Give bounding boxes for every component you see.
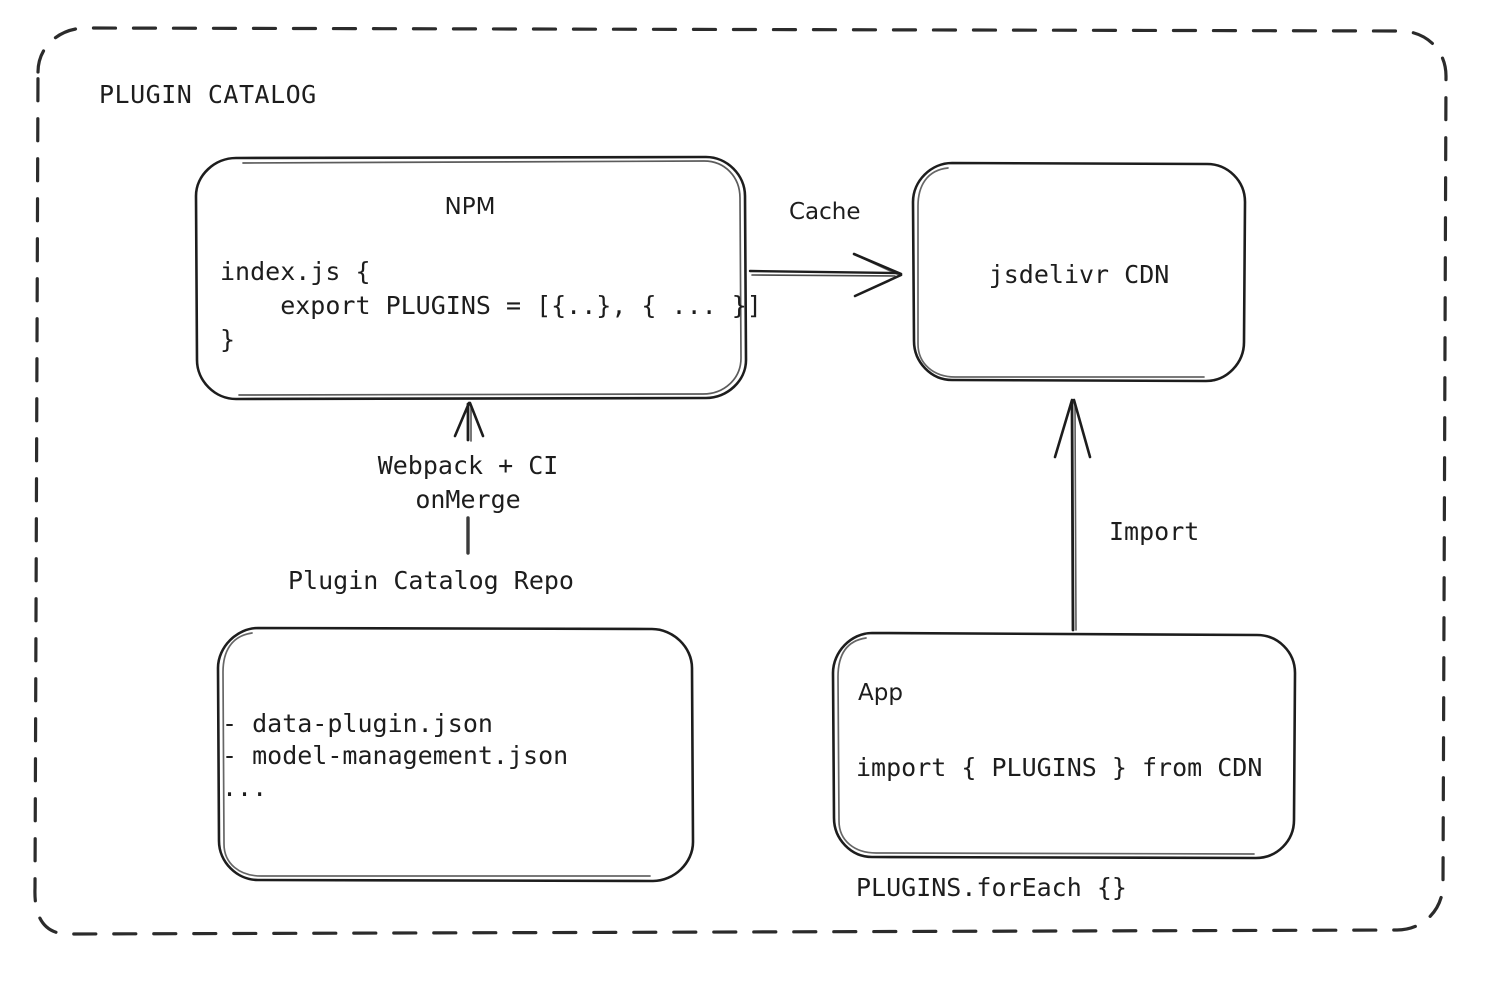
node-repo-caption: Plugin Catalog Repo xyxy=(288,566,574,595)
edge-import-arrow xyxy=(1053,398,1092,632)
node-repo-file-list: - data-plugin.json - model-management.js… xyxy=(222,709,569,802)
node-npm-code: index.js { export PLUGINS = [{..}, { ...… xyxy=(220,257,762,354)
group-title-plugin-catalog: PLUGIN CATALOG xyxy=(99,80,317,109)
node-cdn-title: jsdelivr CDN xyxy=(988,260,1170,289)
edge-label-cache: Cache xyxy=(789,199,861,225)
edge-cache-arrow xyxy=(748,252,903,298)
edge-label-webpack-ci: Webpack + CI onMerge xyxy=(377,451,559,514)
edge-label-import: Import xyxy=(1109,517,1200,546)
node-npm-title: NPM xyxy=(444,194,496,220)
node-app-title: App xyxy=(858,680,903,706)
node-app-code: import { PLUGINS } from CDN PLUGINS.forE… xyxy=(856,753,1263,902)
